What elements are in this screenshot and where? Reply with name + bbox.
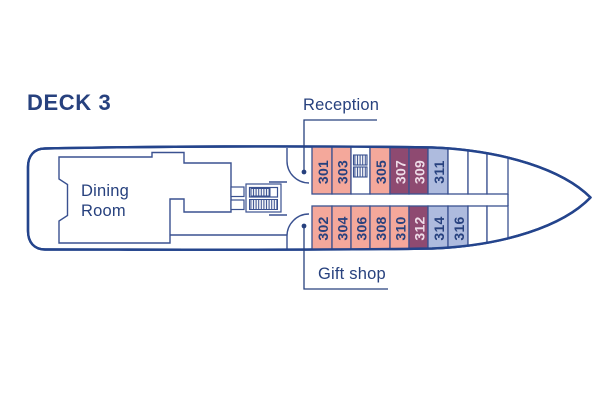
gift-shop-label: Gift shop	[318, 265, 386, 283]
dining-room-outline	[58, 151, 232, 244]
cabin-number-302: 302	[315, 216, 331, 240]
empty-cell	[486, 205, 509, 250]
cabin-number-306: 306	[354, 216, 370, 240]
cabin-number-303: 303	[335, 160, 351, 184]
cabin-number-304: 304	[335, 216, 351, 240]
cabin-number-309: 309	[412, 160, 428, 184]
dining-room-label: Room	[81, 202, 126, 220]
cabin-number-311: 311	[431, 160, 447, 184]
small-room	[230, 186, 245, 198]
reception-wall	[269, 148, 288, 183]
gift-shop-door-arc	[286, 213, 310, 237]
gift-shop-wall	[269, 214, 288, 249]
cabin-number-308: 308	[373, 216, 389, 240]
cabin-number-314: 314	[431, 216, 447, 240]
cabin-number-307: 307	[393, 160, 409, 184]
gift-shop-dot	[301, 223, 307, 229]
empty-cell	[486, 146, 509, 195]
dining-room-label: Dining	[81, 182, 129, 200]
cabin-number-310: 310	[393, 216, 409, 240]
deck-title: DECK 3	[27, 90, 111, 115]
reception-dot	[301, 169, 307, 175]
small-room	[230, 199, 245, 211]
gift-shop-leader-line	[303, 226, 388, 290]
cabin-number-312: 312	[412, 216, 428, 240]
cabin-stairs-icon	[352, 154, 368, 178]
lobby-stairs-icon	[245, 183, 282, 213]
cabin-number-301: 301	[315, 160, 331, 184]
reception-label: Reception	[303, 96, 379, 114]
cabin-number-316: 316	[451, 216, 467, 240]
ship-hull-outline	[26, 145, 592, 251]
reception-leader-line	[303, 119, 377, 172]
empty-cell	[447, 146, 469, 195]
reception-door-arc	[286, 160, 310, 184]
cabin-number-305: 305	[373, 160, 389, 184]
